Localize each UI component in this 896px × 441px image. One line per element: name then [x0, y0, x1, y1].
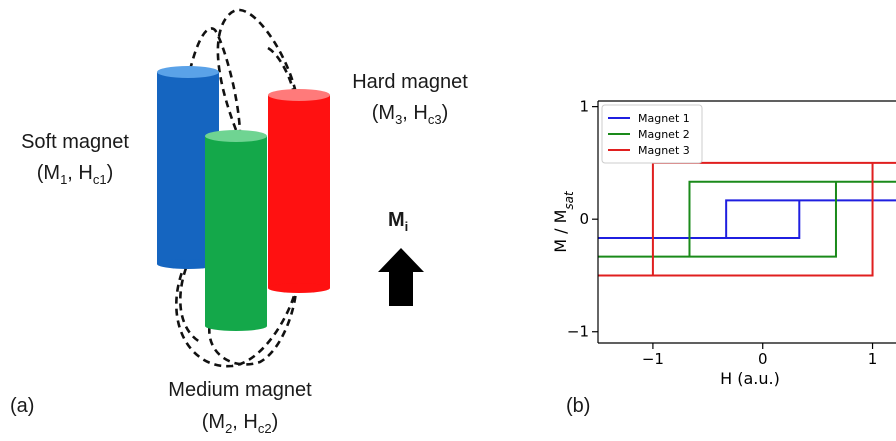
legend-label-2: Magnet 2 — [638, 128, 690, 141]
panel-label-a: (a) — [10, 395, 35, 417]
medium-magnet-params: (M2, Hc2) — [201, 411, 279, 436]
x-tick-label: 1 — [868, 350, 878, 368]
panel-label-b: (b) — [566, 395, 591, 417]
medium-magnet-label: Medium magnet (M2, Hc2) — [150, 378, 330, 441]
y-axis-label: M / Msat — [551, 190, 576, 253]
magnetization-label: Mi — [388, 209, 409, 234]
medium-magnet-name: Medium magnet — [168, 379, 312, 401]
series-line-2 — [598, 180, 896, 258]
series-line-1 — [598, 199, 896, 239]
field-line-top-outer — [216, 8, 299, 131]
x-axis-label: H (a.u.) — [720, 369, 780, 388]
field-line-bottom-inner — [208, 289, 298, 366]
hard-magnet-cylinder — [268, 89, 330, 293]
y-tick-label: 0 — [579, 210, 589, 228]
hard-magnet-params: (M3, Hc3) — [371, 102, 449, 127]
magnetization-arrow-icon — [378, 248, 424, 306]
legend-label-3: Magnet 3 — [638, 144, 690, 157]
x-tick-label: −1 — [642, 350, 664, 368]
legend-label-1: Magnet 1 — [638, 112, 690, 125]
soft-magnet-params: (M1, Hc1) — [36, 162, 114, 187]
field-line-top-inner — [188, 27, 242, 133]
soft-magnet-label: Soft magnet (M1, Hc1) — [0, 130, 150, 192]
x-tick-label: 0 — [758, 350, 768, 368]
hard-magnet-label: Hard magnet (M3, Hc3) — [340, 70, 480, 132]
field-line-bottom-outer — [175, 261, 298, 368]
soft-magnet-name: Soft magnet — [21, 131, 129, 153]
medium-magnet-cylinder — [205, 130, 267, 331]
legend-box — [601, 104, 703, 164]
series-line-3 — [598, 161, 896, 277]
field-line-bottom-left — [179, 267, 201, 344]
y-tick-label: 1 — [579, 98, 589, 116]
y-tick-label: −1 — [567, 323, 589, 341]
hard-magnet-name: Hard magnet — [352, 71, 468, 93]
